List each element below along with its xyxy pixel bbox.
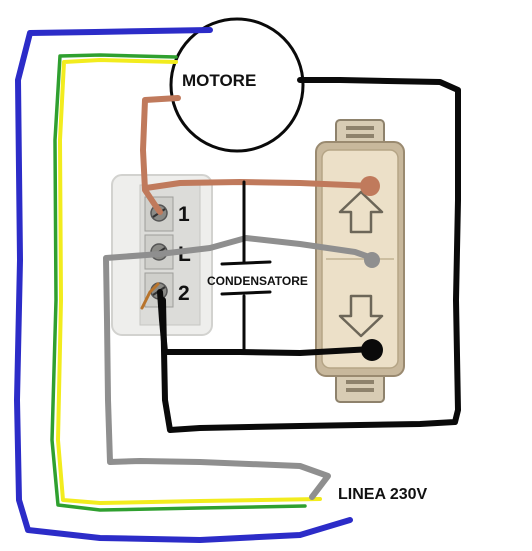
terminal-label-2: 2 — [178, 282, 190, 305]
motor: MOTORE — [169, 17, 305, 153]
motor-label: MOTORE — [182, 71, 256, 90]
neutral-wire — [14, 27, 353, 543]
phase-wire — [103, 235, 375, 500]
up-wire — [140, 95, 375, 215]
rocker-switch — [315, 119, 405, 403]
arrow-down-icon — [338, 294, 384, 338]
line-230v-label: LINEA 230V — [338, 486, 428, 503]
switch-terminal-down — [361, 339, 383, 361]
arrow-up-icon — [338, 190, 384, 234]
capacitor-label: CONDENSATORE — [207, 274, 308, 288]
terminal-label-1: 1 — [178, 203, 190, 226]
earth-wire-green — [50, 53, 307, 512]
terminal-jumper — [140, 282, 160, 310]
down-wire — [160, 77, 461, 433]
switch-down-wire — [157, 289, 375, 356]
switch-terminal-common — [364, 252, 380, 268]
capacitor: CONDENSATORE — [207, 180, 308, 354]
switch-terminal-up — [360, 176, 380, 196]
earth-wire-yellow — [56, 58, 322, 505]
